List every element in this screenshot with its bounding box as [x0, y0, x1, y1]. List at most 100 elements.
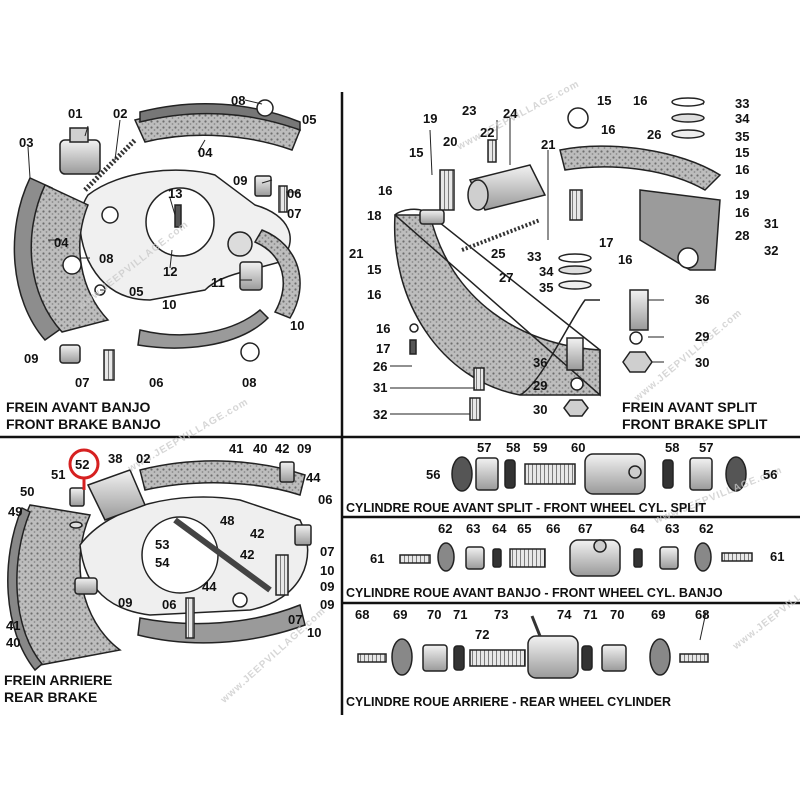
wheel-cylinder-banjo-art: [399, 539, 753, 577]
callout: 68: [355, 607, 370, 622]
callout: 07: [320, 544, 335, 559]
front-brake-split-art: [393, 97, 722, 421]
callout: 04: [198, 145, 213, 160]
callout: 61: [770, 549, 785, 564]
callout: 09: [320, 579, 335, 594]
callout: 57: [477, 440, 492, 455]
callout: 25: [491, 246, 506, 261]
callout: 29: [695, 329, 710, 344]
callout: 58: [665, 440, 680, 455]
callout: 18: [367, 208, 382, 223]
callout: 42: [275, 441, 290, 456]
callout: 62: [438, 521, 453, 536]
callout: 15: [367, 262, 382, 277]
callout: 41: [6, 618, 21, 633]
callout: 10: [307, 625, 322, 640]
callout: 21: [541, 137, 556, 152]
callout: 31: [373, 380, 388, 395]
callout: 57: [699, 440, 714, 455]
callout: 71: [583, 607, 598, 622]
callout: 07: [288, 612, 303, 627]
callout: 59: [533, 440, 548, 455]
rear-brake-art: [7, 460, 312, 672]
callout: 13: [168, 186, 183, 201]
callout: 48: [220, 513, 235, 528]
callout: 41: [229, 441, 244, 456]
callout: 40: [253, 441, 268, 456]
callout: 67: [578, 521, 593, 536]
callout: 53: [155, 537, 170, 552]
highlight-52: [68, 448, 100, 490]
callout: 06: [318, 492, 333, 507]
callout: 65: [517, 521, 532, 536]
callout: 66: [546, 521, 561, 536]
title-front-brake-banjo-en: FRONT BRAKE BANJO: [6, 416, 161, 432]
title-front-brake-banjo-fr: FREIN AVANT BANJO: [6, 399, 151, 415]
callout: 12: [163, 264, 178, 279]
title-front-brake-split-en: FRONT BRAKE SPLIT: [622, 416, 768, 432]
panel-dividers: [0, 92, 800, 715]
callout: 36: [533, 355, 548, 370]
title-rear-brake-fr: FREIN ARRIERE: [4, 672, 113, 688]
callout: 22: [480, 125, 495, 140]
callout: 62: [699, 521, 714, 536]
callout: 11: [211, 275, 225, 290]
callout: 68: [695, 607, 710, 622]
callout: 16: [367, 287, 382, 302]
callout: 61: [370, 551, 385, 566]
callout: 04: [54, 235, 69, 250]
callout: 54: [155, 555, 170, 570]
callout: 71: [453, 607, 468, 622]
callout: 31: [764, 216, 779, 231]
callout: 30: [695, 355, 710, 370]
callout-highlighted-52: 52: [75, 457, 90, 472]
callout: 06: [162, 597, 177, 612]
callout: 72: [475, 627, 490, 642]
callout: 16: [378, 183, 393, 198]
callout: 70: [610, 607, 625, 622]
callout: 09: [233, 173, 248, 188]
title-wheel-cyl-banjo: CYLINDRE ROUE AVANT BANJO - FRONT WHEEL …: [346, 586, 723, 600]
callout: 24: [503, 106, 518, 121]
callout: 16: [633, 93, 648, 108]
callout: 63: [466, 521, 481, 536]
callout: 15: [735, 145, 750, 160]
callout: 33: [735, 96, 750, 111]
callout: 05: [302, 112, 317, 127]
callout: 21: [349, 246, 364, 261]
title-rear-brake-en: REAR BRAKE: [4, 689, 98, 705]
wheel-cylinder-rear-art: [357, 615, 709, 679]
callout: 70: [427, 607, 442, 622]
callout: 01: [68, 106, 83, 121]
callout: 44: [202, 579, 217, 594]
callout: 69: [393, 607, 408, 622]
callout: 10: [320, 563, 335, 578]
callout: 49: [8, 504, 23, 519]
callout: 27: [499, 270, 514, 285]
title-front-brake-split-fr: FREIN AVANT SPLIT: [622, 399, 758, 415]
callout: 02: [136, 451, 151, 466]
callout: 09: [320, 597, 335, 612]
callout: 73: [494, 607, 509, 622]
callout: 15: [597, 93, 612, 108]
callout: 40: [6, 635, 21, 650]
callout: 42: [250, 526, 265, 541]
callout: 30: [533, 402, 548, 417]
callout: 08: [99, 251, 114, 266]
callout: 64: [492, 521, 507, 536]
callout: 07: [75, 375, 90, 390]
callout: 16: [618, 252, 633, 267]
callout: 10: [162, 297, 177, 312]
callout: 35: [539, 280, 554, 295]
callout: 34: [735, 111, 750, 126]
callout: 42: [240, 547, 255, 562]
callout: 29: [533, 378, 548, 393]
callout: 06: [149, 375, 164, 390]
callout: 28: [735, 228, 750, 243]
leader-lines: [27, 99, 707, 641]
callout: 08: [231, 93, 246, 108]
callout: 15: [409, 145, 424, 160]
callout: 32: [764, 243, 779, 258]
callout: 16: [735, 162, 750, 177]
